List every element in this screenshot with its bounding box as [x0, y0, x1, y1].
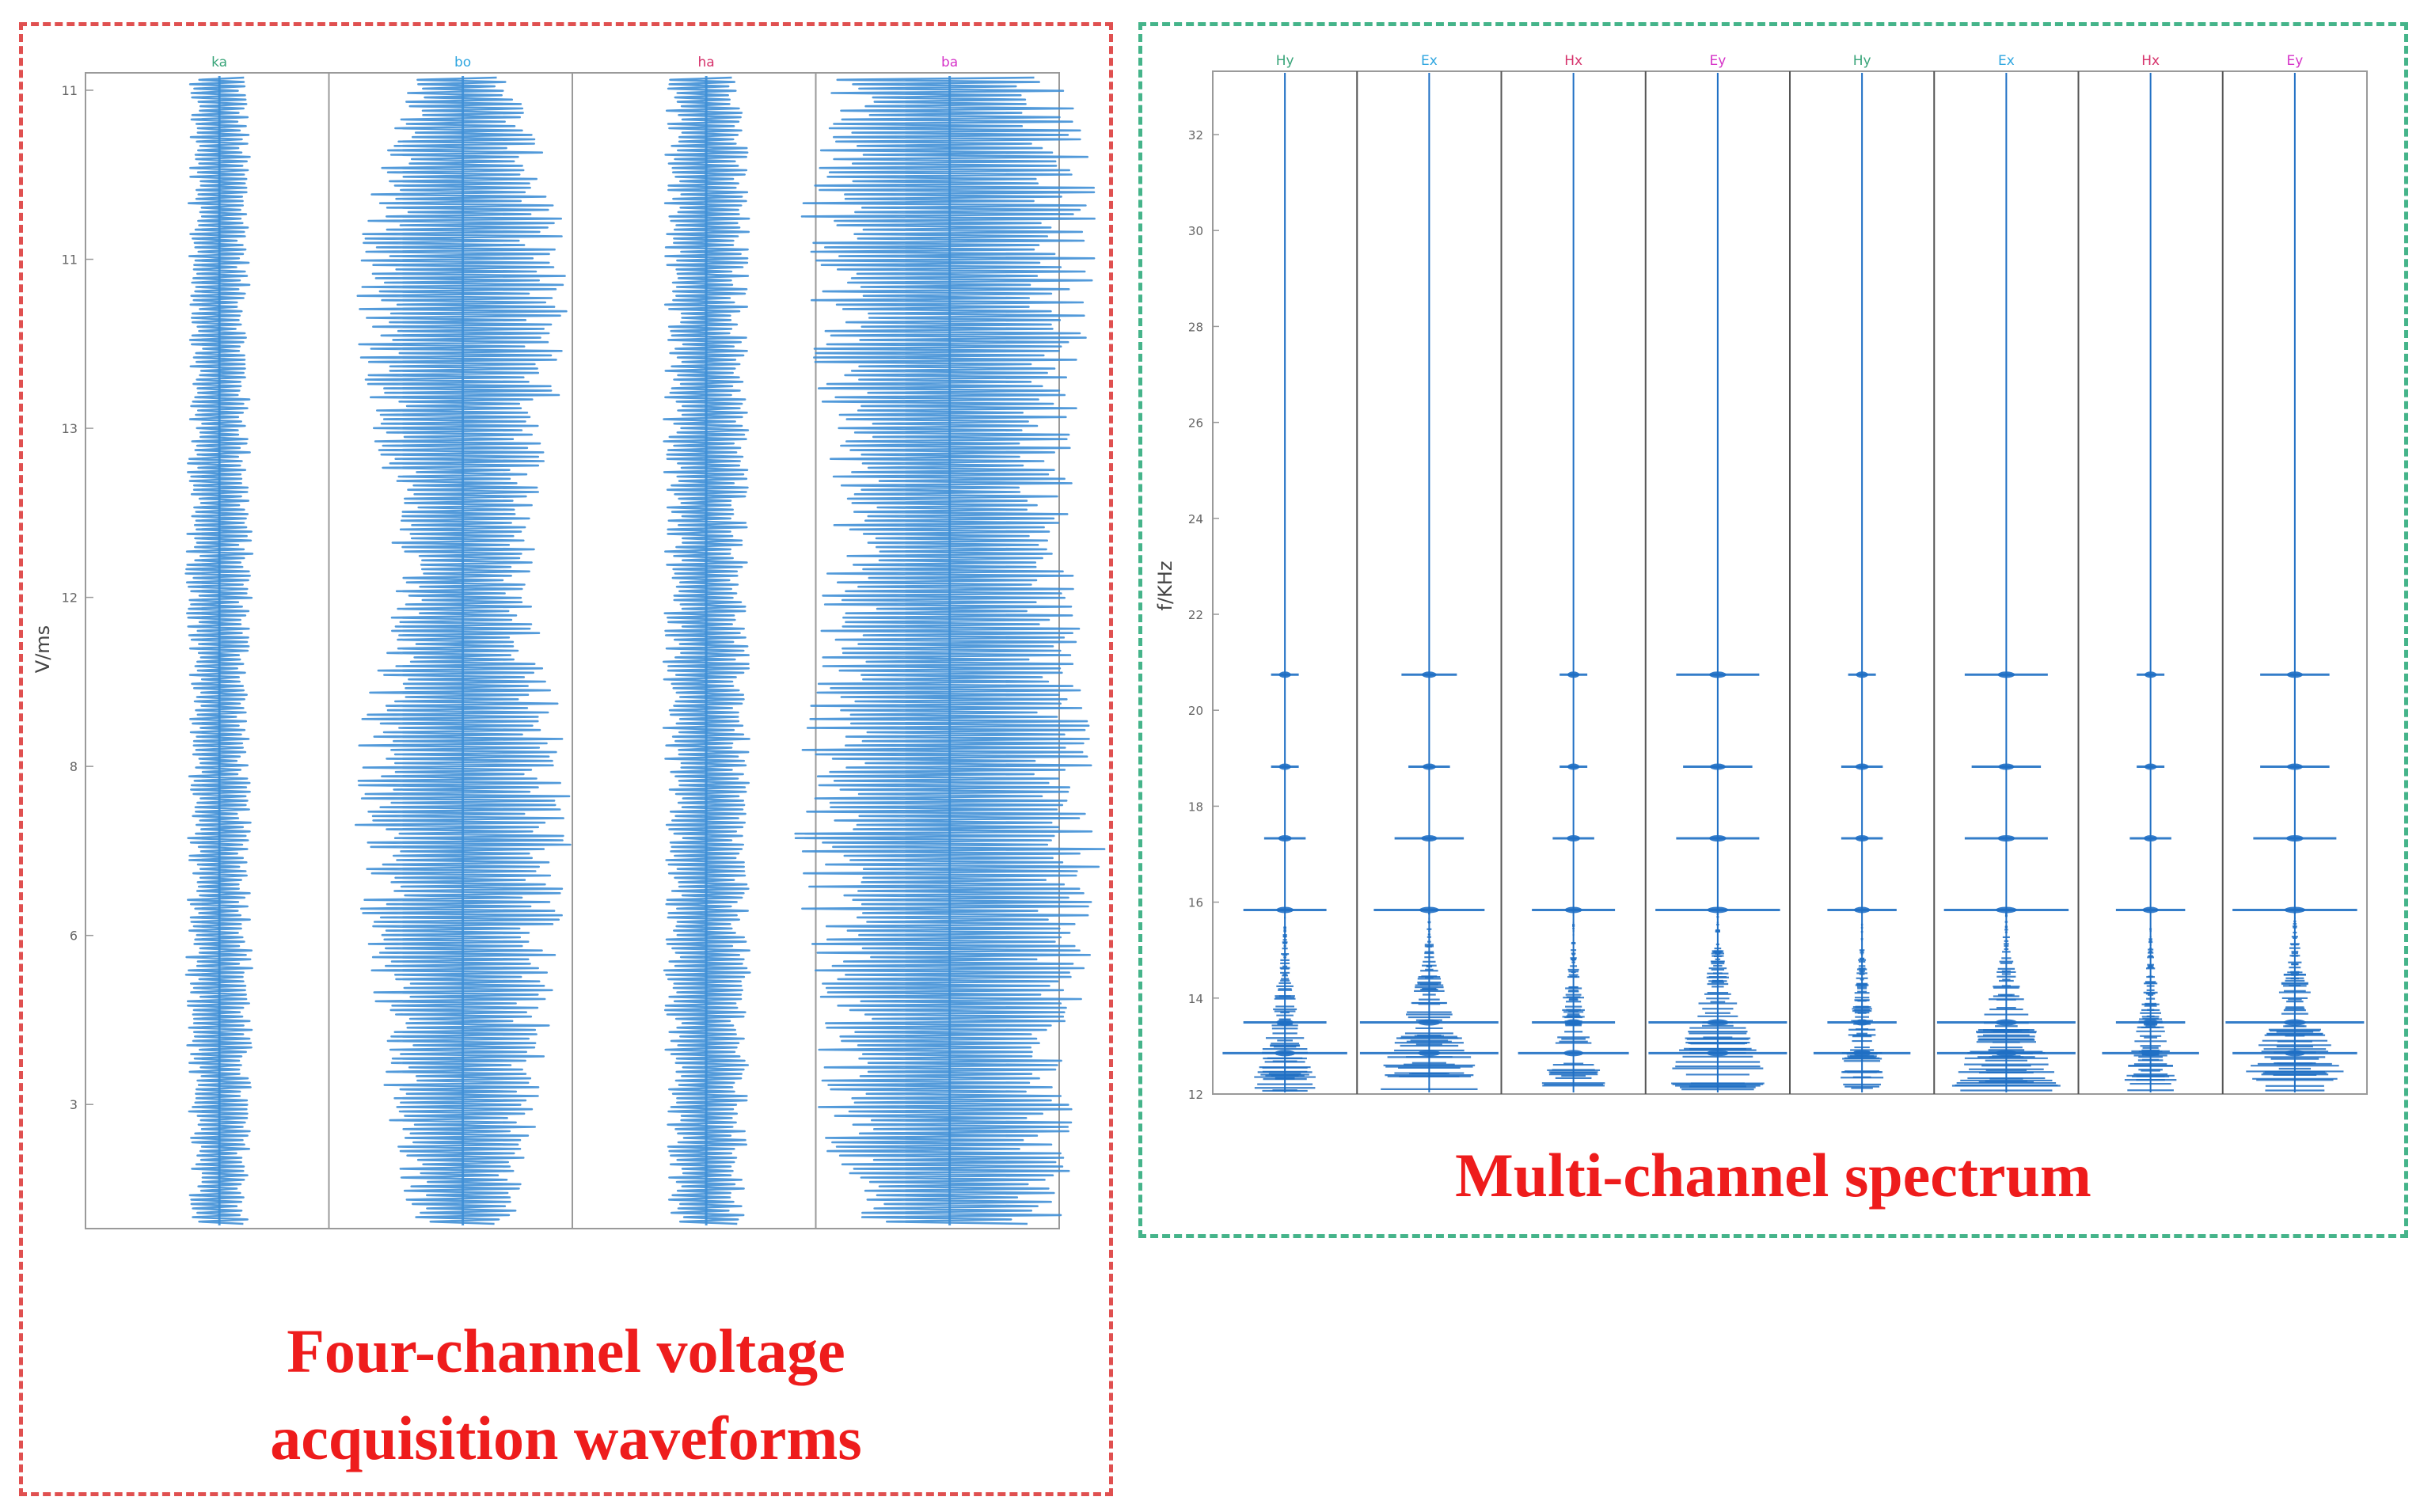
spectrum-peak-blob	[1567, 835, 1581, 841]
spectrum-peak-blob	[1854, 1019, 1871, 1026]
spectrum-peak-blob	[1706, 1019, 1729, 1026]
spectrum-peak-blob	[2286, 763, 2303, 770]
spectrum-channel-label: Hx	[1564, 53, 1582, 69]
spectrum-peak-blob	[2283, 1019, 2306, 1026]
spectrum-peak-blob	[2141, 1050, 2160, 1057]
spectrum-peak-blob	[1278, 671, 1291, 678]
spectrum-peak-blob	[1567, 763, 1580, 770]
spectrum-ytick-label: 18	[1188, 800, 1203, 814]
spectrum-peak-blob	[1419, 906, 1439, 914]
spectrum-peak-blob	[1998, 763, 2015, 770]
spectrum-ytick-label: 22	[1188, 608, 1203, 622]
waveform-ytick-label: 11	[62, 253, 78, 268]
spectrum-panel-frame	[1138, 22, 2408, 1238]
spectrum-peak-blob	[1709, 763, 1726, 770]
spectrum-peak-blob	[1276, 1019, 1294, 1026]
spectrum-peak-blob	[1421, 835, 1438, 841]
spectrum-peak-blob	[2145, 671, 2157, 678]
waveform-trace-ka	[184, 76, 254, 1225]
spectrum-peak-blob	[2286, 835, 2304, 841]
spectrum-peak-blob	[1564, 906, 1582, 914]
waveform-caption: Four-channel voltage acquisition wavefor…	[47, 1308, 1085, 1482]
spectrum-channel-label: Ex	[1998, 53, 2015, 69]
spectrum-peak-blob	[1563, 1050, 1584, 1057]
spectrum-ytick-label: 28	[1188, 320, 1203, 334]
spectrum-peak-blob	[1274, 1050, 1296, 1057]
spectrum-peak-blob	[1418, 1019, 1441, 1026]
spectrum-ytick-label: 32	[1188, 128, 1203, 142]
spectrum-caption-text: Multi-channel spectrum	[1455, 1141, 2091, 1210]
waveform-ytick-label: 8	[70, 759, 78, 774]
spectrum-channel-label: Ey	[1709, 53, 1726, 69]
spectrum-peak-blob	[1278, 835, 1292, 841]
spectrum-ylabel: f/KHz	[1154, 561, 1176, 611]
spectrum-peak-blob	[1276, 906, 1294, 914]
waveform-trace-bo	[355, 76, 572, 1225]
spectrum-peak-blob	[1278, 763, 1291, 770]
spectrum-peak-blob	[1564, 1019, 1582, 1026]
spectrum-peak-blob	[1855, 763, 1869, 770]
spectrum-peak-blob	[1567, 671, 1580, 678]
spectrum-channel-label: Hy	[1853, 53, 1871, 69]
spectrum-peak-blob	[1995, 1050, 2018, 1057]
waveform-trace-ba	[794, 76, 1106, 1225]
spectrum-ytick-label: 14	[1188, 992, 1203, 1006]
spectrum-channel-label: Ex	[1421, 53, 1438, 69]
spectrum-ytick-label: 24	[1188, 512, 1203, 526]
spectrum-ytick-label: 16	[1188, 896, 1203, 910]
spectrum-peak-blob	[2284, 1050, 2306, 1057]
waveform-ytick-label: 3	[70, 1097, 78, 1112]
spectrum-peak-blob	[1706, 1050, 1729, 1057]
spectrum-peak-blob	[1856, 671, 1868, 678]
waveform-channel-label: ha	[698, 55, 715, 70]
spectrum-peak-blob	[1996, 906, 2017, 914]
spectrum-peak-blob	[1852, 1050, 1871, 1057]
spectrum-peak-blob	[1995, 1019, 2018, 1026]
spectrum-ytick-label: 12	[1188, 1088, 1203, 1102]
waveform-caption-line-1: Four-channel voltage	[287, 1316, 845, 1385]
spectrum-ytick-label: 30	[1188, 224, 1203, 238]
spectrum-peak-blob	[1709, 835, 1727, 841]
waveform-channel-label: ba	[941, 55, 958, 70]
waveform-trace-ha	[662, 76, 751, 1225]
spectrum-peak-blob	[1418, 1050, 1441, 1057]
spectrum-peak-blob	[1709, 671, 1727, 678]
spectrum-peak-blob	[2144, 835, 2158, 841]
waveform-panel-frame	[19, 22, 1113, 1496]
spectrum-peak-blob	[2286, 671, 2303, 678]
waveform-ytick-label: 13	[62, 421, 78, 436]
spectrum-channel-label: Ey	[2286, 53, 2303, 69]
spectrum-peak-blob	[1997, 671, 2015, 678]
spectrum-peak-blob	[1855, 835, 1869, 841]
spectrum-peak-blob	[1422, 763, 1436, 770]
spectrum-channel-label: Hy	[1276, 53, 1294, 69]
spectrum-ytick-label: 26	[1188, 416, 1203, 431]
spectrum-channel-label: Hx	[2141, 53, 2160, 69]
waveform-ytick-label: 12	[62, 591, 78, 606]
spectrum-peak-blob	[2142, 906, 2159, 914]
waveform-ytick-label: 11	[62, 83, 78, 98]
spectrum-ytick-label: 20	[1188, 704, 1203, 718]
spectrum-peak-blob	[1854, 906, 1871, 914]
spectrum-peak-blob	[2145, 763, 2157, 770]
spectrum-peak-blob	[2142, 1019, 2159, 1026]
spectrum-peak-blob	[1997, 835, 2015, 841]
waveform-ytick-label: 6	[70, 929, 78, 944]
waveform-caption-line-2: acquisition waveforms	[270, 1404, 862, 1472]
spectrum-caption: Multi-channel spectrum	[1156, 1132, 2391, 1219]
waveform-channel-label: ka	[211, 55, 227, 70]
spectrum-peak-blob	[1707, 906, 1729, 914]
waveform-ylabel: V/ms	[32, 625, 54, 673]
spectrum-peak-blob	[1422, 671, 1437, 678]
spectrum-peak-blob	[2284, 906, 2306, 914]
waveform-channel-label: bo	[454, 55, 471, 70]
